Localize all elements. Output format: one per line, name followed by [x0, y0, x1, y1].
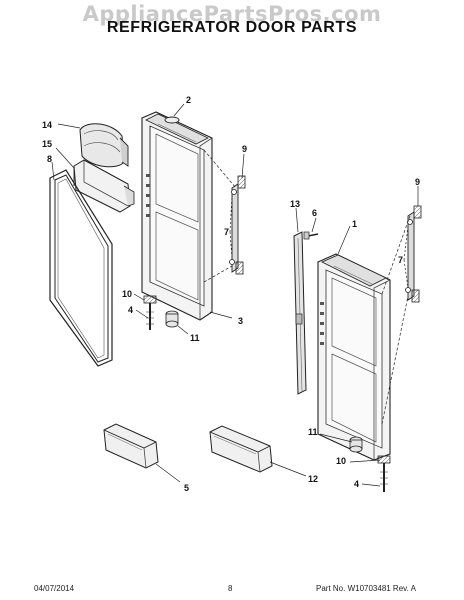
part-3-left-door[interactable]: [141, 111, 213, 321]
callout-7-left: 7: [224, 227, 229, 237]
part-6-screw[interactable]: [303, 231, 319, 240]
callout-4-left: 4: [128, 305, 133, 315]
part-1-right-door[interactable]: [317, 253, 391, 461]
callout-2: 2: [186, 95, 191, 105]
part-8-door-gasket[interactable]: [49, 169, 113, 367]
part-14-bin-cover[interactable]: [79, 123, 129, 168]
watermark: AppliancePartsPros.com: [82, 2, 382, 26]
callout-10-right: 10: [336, 456, 346, 466]
callout-1: 1: [352, 219, 357, 229]
left-door-handle[interactable]: [229, 175, 246, 275]
right-door-handle[interactable]: [405, 205, 422, 303]
leader-lines: [51, 103, 419, 487]
part-2-cap[interactable]: [164, 116, 180, 124]
footer-part-number: Part No. W10703481 Rev. A: [316, 584, 416, 593]
part-5-door-bin[interactable]: [103, 423, 159, 469]
part-13-seal-strip[interactable]: [293, 231, 307, 395]
footer-page-number: 8: [228, 584, 233, 593]
callout-3: 3: [238, 316, 243, 326]
callout-labels: 2 14 15 8 9 7 3 10 4 11 13 6 1 9 7 11 10…: [42, 95, 420, 493]
callout-9-right: 9: [415, 177, 420, 187]
callout-12: 12: [308, 474, 318, 484]
right-bottom-hinge[interactable]: [349, 436, 391, 492]
callout-5: 5: [184, 483, 189, 493]
callout-11-left: 11: [190, 333, 200, 343]
callout-9-left: 9: [242, 144, 247, 154]
callout-4-right: 4: [354, 479, 359, 489]
callout-13: 13: [290, 199, 300, 209]
callout-11-right: 11: [308, 427, 318, 437]
part-15-door-bin[interactable]: [73, 159, 135, 213]
footer-date: 04/07/2014: [34, 584, 75, 593]
callout-10-left: 10: [122, 289, 132, 299]
callout-7-right: 7: [398, 255, 403, 265]
callout-15: 15: [42, 139, 52, 149]
part-12-door-bin[interactable]: [209, 425, 273, 473]
callout-14: 14: [42, 120, 52, 130]
page-title: REFRIGERATOR DOOR PARTS: [106, 19, 358, 36]
callout-6: 6: [312, 208, 317, 218]
left-bottom-hinge[interactable]: [143, 295, 179, 330]
callout-8: 8: [47, 154, 52, 164]
